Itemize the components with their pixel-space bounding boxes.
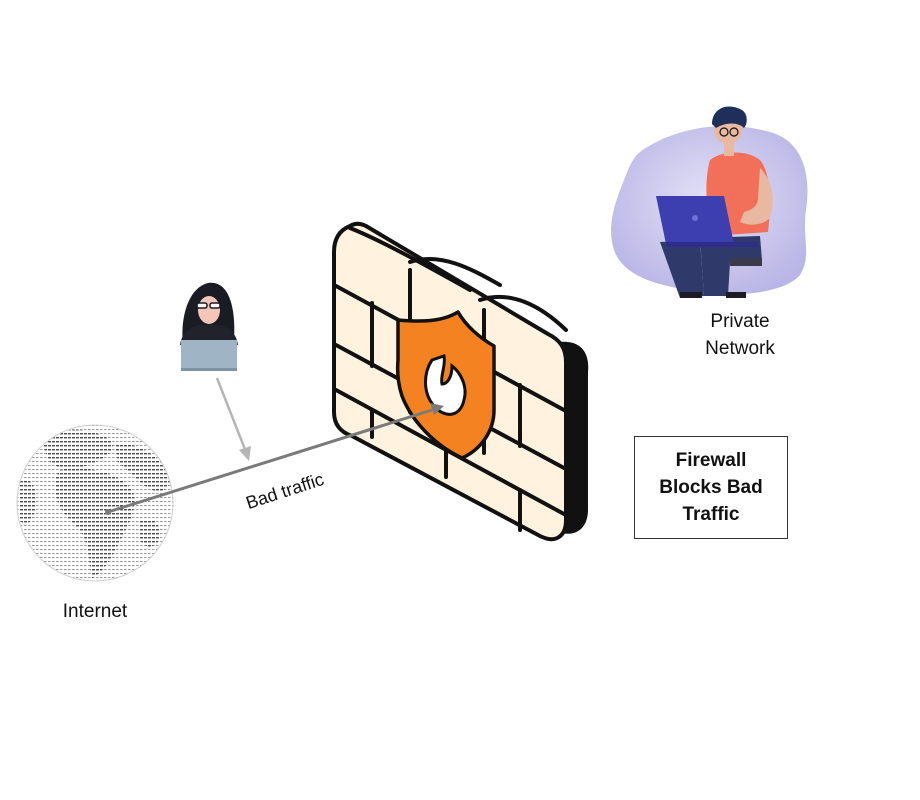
- bad-traffic-arrow: [105, 403, 444, 515]
- private-network-label-line2: Network: [705, 338, 775, 359]
- shield-flame-icon: [395, 310, 496, 460]
- user-laptop-icon: [611, 106, 808, 298]
- internet-label: Internet: [62, 601, 128, 622]
- private-network-label-line1: Private: [710, 311, 770, 332]
- hacker-icon: [180, 282, 238, 371]
- hacker-arrow: [215, 377, 251, 461]
- globe-icon: [16, 424, 174, 582]
- firewall-callout-text: Firewall Blocks Bad Traffic: [659, 450, 763, 525]
- firewall-callout-box: Firewall Blocks Bad Traffic: [634, 436, 788, 539]
- private-network-label: Private Network: [690, 308, 790, 362]
